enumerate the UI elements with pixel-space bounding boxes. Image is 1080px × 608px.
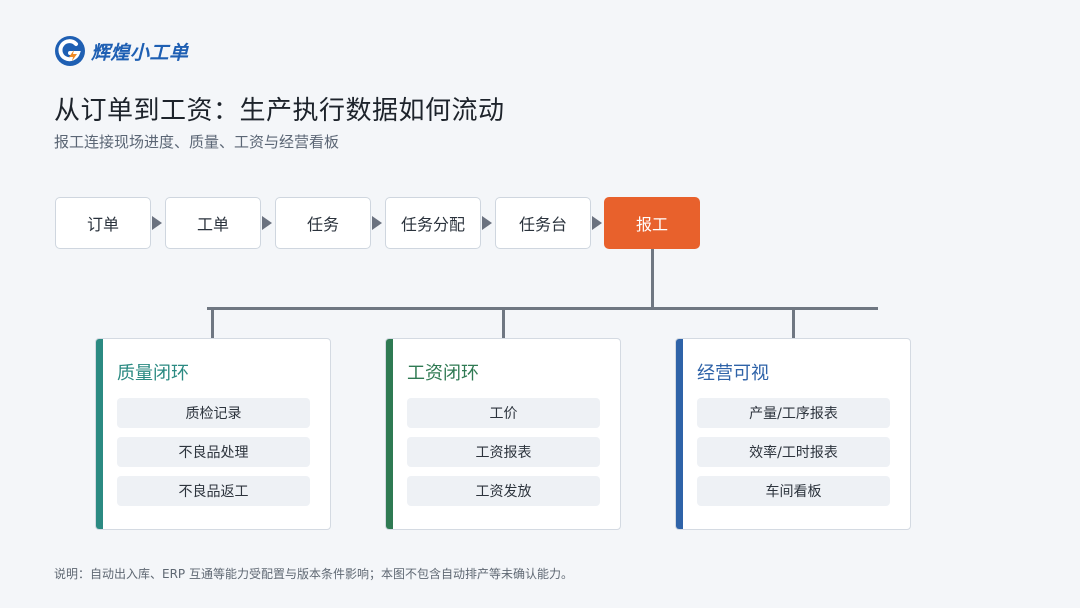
card-title: 经营可视 [697,363,769,384]
connector-business [792,307,795,338]
brand-g-icon [55,36,85,66]
card-item: 车间看板 [697,476,890,506]
flow-arrow-icon [482,216,492,230]
page-title: 从订单到工资：生产执行数据如何流动 [54,96,505,126]
connector-wage [502,307,505,338]
card-accent-bar [676,339,683,529]
flow-step-work-order: 工单 [165,197,261,249]
card-item: 质检记录 [117,398,310,428]
brand-name: 辉煌小工单 [91,41,189,64]
flow-step-task-desk: 任务台 [495,197,591,249]
flow-arrow-icon [592,216,602,230]
flow-arrow-icon [262,216,272,230]
brand-logo: 辉煌小工单 [54,35,189,67]
card-item: 产量/工序报表 [697,398,890,428]
connector-down [651,249,654,309]
card-title: 工资闭环 [407,363,479,384]
card-item: 不良品返工 [117,476,310,506]
card-accent-bar [386,339,393,529]
card-title: 质量闭环 [117,363,189,384]
page-subtitle: 报工连接现场进度、质量、工资与经营看板 [54,133,340,151]
card-accent-bar [96,339,103,529]
flow-step-task-assignment: 任务分配 [385,197,481,249]
flow-arrow-icon [152,216,162,230]
card-business-visibility: 经营可视 产量/工序报表 效率/工时报表 车间看板 [675,338,911,530]
flow-step-task: 任务 [275,197,371,249]
card-quality-loop: 质量闭环 质检记录 不良品处理 不良品返工 [95,338,331,530]
card-item: 工价 [407,398,600,428]
card-item: 工资报表 [407,437,600,467]
card-item: 效率/工时报表 [697,437,890,467]
footnote: 说明：自动出入库、ERP 互通等能力受配置与版本条件影响；本图不包含自动排产等未… [54,567,573,581]
flow-step-report-work: 报工 [604,197,700,249]
flow-arrow-icon [372,216,382,230]
card-item: 不良品处理 [117,437,310,467]
flow-step-order: 订单 [55,197,151,249]
connector-horizontal [207,307,878,310]
card-wage-loop: 工资闭环 工价 工资报表 工资发放 [385,338,621,530]
connector-quality [211,307,214,338]
card-item: 工资发放 [407,476,600,506]
